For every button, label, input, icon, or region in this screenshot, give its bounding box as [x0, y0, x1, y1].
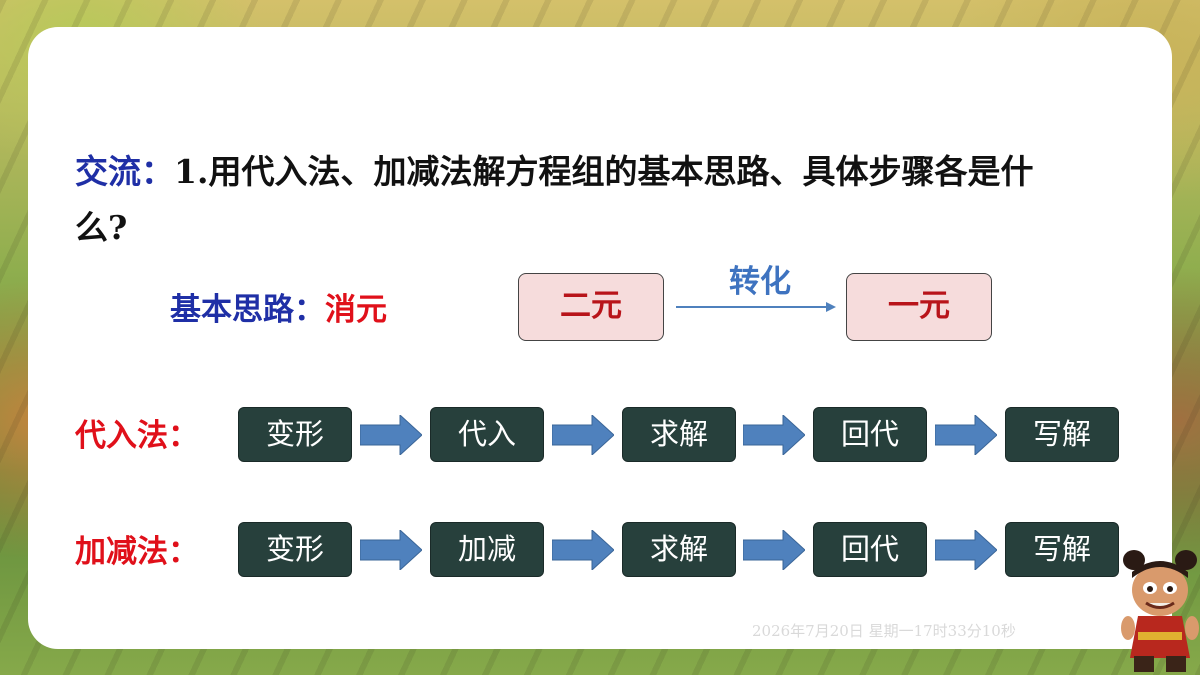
basic-idea: 基本思路：消元	[170, 285, 387, 335]
elimination-step-3: 求解	[622, 522, 736, 577]
one-variable-box: 一元	[846, 273, 992, 341]
basic-idea-value: 消元	[325, 292, 387, 328]
block-arrow-icon	[935, 415, 997, 455]
question-label: 交流：	[75, 152, 174, 191]
substitution-step-1: 变形	[238, 407, 352, 462]
substitution-step-5: 写解	[1005, 407, 1119, 462]
discussion-question: 交流：1.用代入法、加减法解方程组的基本思路、具体步骤各是什么?	[75, 144, 1085, 256]
block-arrow-icon	[743, 530, 805, 570]
block-arrow-icon	[743, 415, 805, 455]
elimination-step-4: 回代	[813, 522, 927, 577]
two-variable-box: 二元	[518, 273, 664, 341]
question-text: 1.用代入法、加减法解方程组的基本思路、具体步骤各是什么?	[75, 152, 1034, 247]
convert-label: 转化	[729, 264, 791, 300]
substitution-method-label: 代入法：	[75, 418, 199, 454]
elimination-method-label: 加减法：	[75, 534, 199, 570]
elimination-step-1: 变形	[238, 522, 352, 577]
substitution-step-2: 代入	[430, 407, 544, 462]
substitution-step-4: 回代	[813, 407, 927, 462]
elimination-step-5: 写解	[1005, 522, 1119, 577]
datetime-watermark: 2026年7月20日 星期一17时33分10秒	[752, 622, 1016, 640]
basic-idea-label: 基本思路：	[170, 292, 325, 328]
block-arrow-icon	[552, 415, 614, 455]
convert-arrow-icon	[676, 302, 836, 312]
block-arrow-icon	[360, 415, 422, 455]
block-arrow-icon	[360, 530, 422, 570]
block-arrow-icon	[935, 530, 997, 570]
cartoon-character-icon	[1121, 550, 1199, 672]
elimination-step-2: 加减	[430, 522, 544, 577]
substitution-step-3: 求解	[622, 407, 736, 462]
block-arrow-icon	[552, 530, 614, 570]
